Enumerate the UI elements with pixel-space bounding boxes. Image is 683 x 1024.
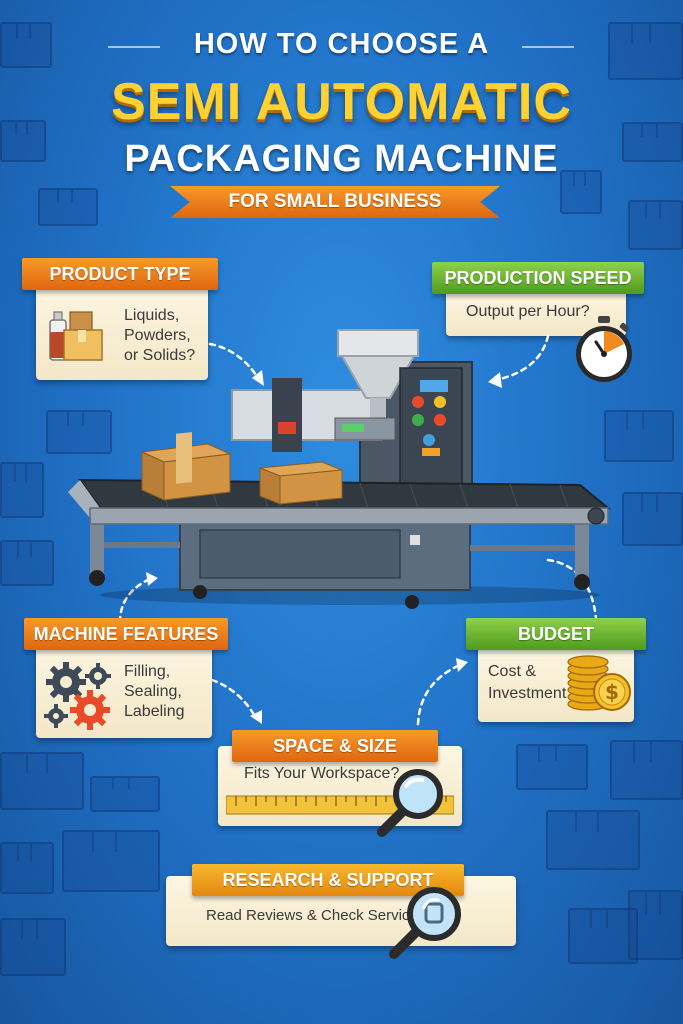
machine-features-line-3: Labeling: [124, 703, 185, 720]
budget-card: Cost & Investment $: [478, 646, 634, 722]
stopwatch-icon: [576, 316, 632, 382]
budget-line-2: Investment: [488, 685, 567, 702]
space-size-label: SPACE & SIZE: [232, 730, 438, 762]
svg-text:$: $: [605, 680, 619, 704]
packaging-machine-illustration: [68, 329, 611, 609]
title-line-1: HOW TO CHOOSE A: [193, 28, 490, 60]
product-type-label: PRODUCT TYPE: [22, 258, 218, 290]
research-support-text: Read Reviews & Check Service: [206, 907, 418, 924]
title-line-3: PACKAGING MACHINE: [124, 138, 559, 180]
gears-icon: [44, 662, 111, 730]
product-type-line-1: Liquids,: [124, 307, 180, 324]
magnifier-icon: [389, 887, 461, 959]
space-size-text: Fits Your Workspace?: [244, 765, 400, 782]
budget-line-1: Cost &: [488, 663, 537, 680]
production-speed-text: Output per Hour?: [466, 303, 590, 320]
title-rule-left: [108, 46, 160, 48]
production-speed-label: PRODUCTION SPEED: [432, 262, 644, 294]
machine-features-line-1: Filling,: [124, 663, 171, 680]
product-type-card: Liquids, Powders, or Solids?: [36, 282, 208, 380]
research-support-label: RESEARCH & SUPPORT: [192, 864, 464, 896]
machine-features-line-2: Sealing,: [124, 683, 182, 700]
title-line-2: SEMI AUTOMATIC: [111, 73, 572, 131]
subtitle-ribbon: FOR SMALL BUSINESS: [170, 186, 500, 218]
magnifier-icon: [377, 769, 443, 837]
machine-features-card: Filling, Sealing, Labeling: [36, 640, 212, 738]
budget-label: BUDGET: [466, 618, 646, 650]
coins-icon: $: [567, 655, 631, 711]
product-bottle-box-icon: [49, 311, 103, 361]
machine-features-label: MACHINE FEATURES: [24, 618, 228, 650]
title-rule-right: [522, 46, 574, 48]
product-type-line-2: Powders,: [124, 327, 191, 344]
product-type-line-3: or Solids?: [124, 347, 196, 364]
